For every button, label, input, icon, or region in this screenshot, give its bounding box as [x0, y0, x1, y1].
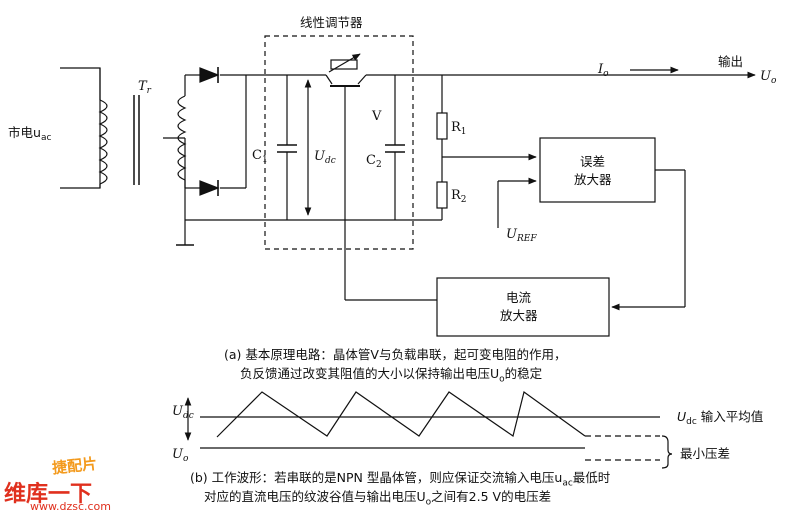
diode-top: [199, 67, 220, 83]
variable-resistor: [330, 59, 358, 70]
r1-label: R1: [451, 120, 467, 137]
min-diff-brace: [661, 435, 673, 469]
waveform-uo-label: Uo: [172, 447, 189, 464]
diode-bottom: [199, 180, 220, 196]
c2-label: C2: [366, 153, 382, 170]
c1-label: C1: [252, 148, 268, 165]
caption-b-line2: 对应的直流电压的纹波谷值与输出电压Uo之间有2.5 V的电压差: [204, 489, 552, 508]
error-amplifier-box: [539, 137, 656, 203]
uref-label: UREF: [506, 227, 537, 244]
io-label: Io: [597, 62, 609, 79]
r2-label: R2: [451, 188, 467, 205]
caption-a-line1: (a) 基本原理电路：晶体管V与负载串联，起可变电阻的作用，: [224, 347, 567, 362]
regulator-title: 线性调节器: [300, 15, 363, 30]
current-amplifier-box: [436, 277, 610, 337]
error-amp-line2: 放大器: [574, 172, 612, 187]
transformer-label: Tr: [138, 79, 152, 96]
ripple-waveform: [216, 390, 586, 438]
r2-resistor: [436, 181, 448, 209]
r1-resistor: [436, 112, 448, 140]
mains-label: 市电uac: [8, 125, 51, 143]
uo-output-label: Uo: [760, 69, 777, 86]
current-amp-line2: 放大器: [500, 308, 538, 323]
watermark-mid: 维库一下: [4, 482, 93, 507]
udc-label: Udc: [314, 149, 336, 166]
error-amp-line1: 误差: [580, 154, 605, 169]
output-label: 输出: [718, 54, 743, 69]
caption-a-line2: 负反馈通过改变其阻值的大小以保持输出电压Uo的稳定: [240, 366, 543, 385]
transformer-primary-coil: [98, 99, 108, 185]
watermark-url: www.dzsc.com: [30, 500, 112, 513]
min-diff-label: 最小压差: [680, 446, 730, 461]
avg-label: Udc 输入平均值: [677, 409, 763, 427]
transistor-label: V: [371, 109, 382, 124]
caption-b-line1: (b) 工作波形：若串联的是NPN 型晶体管，则应保证交流输入电压uac最低时: [190, 470, 611, 489]
mains-bracket: [60, 67, 101, 189]
current-amp-line1: 电流: [506, 290, 532, 305]
waveform-udc-label: Udc: [172, 404, 194, 421]
regulator-box: [264, 35, 414, 250]
